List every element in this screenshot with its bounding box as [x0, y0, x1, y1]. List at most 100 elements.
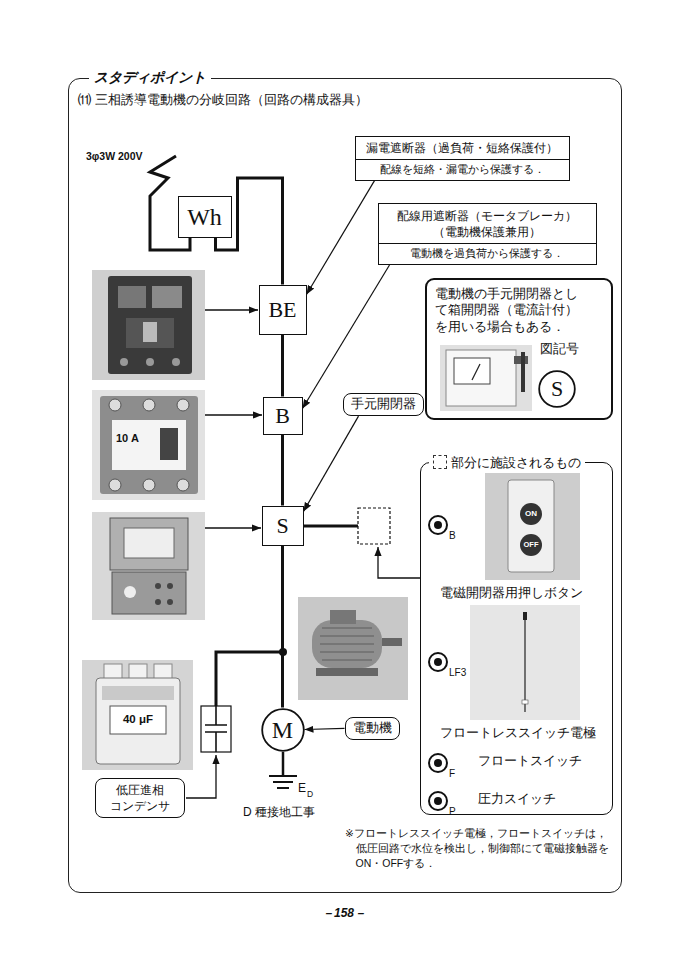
earth-leakage-breaker-photo-part	[120, 358, 128, 366]
branch-wiring-part	[304, 525, 358, 528]
motor-photo-part	[312, 620, 382, 668]
motor-breaker-photo-part	[143, 399, 155, 411]
push-button-photo-part	[520, 503, 542, 525]
leader-arrows-part	[186, 755, 216, 798]
earth-leakage-breaker-photo	[92, 270, 205, 380]
section-title: ⑾ 三相誘導電動機の分岐回路（回路の構成器具）	[78, 92, 368, 108]
symbol-subscript: F	[449, 768, 455, 781]
ground-symbol-part	[269, 776, 297, 788]
footnote: ※フロートレススイッチ電極，フロートスイッチは，低圧回路で水位を検出し，制御部に…	[345, 826, 614, 872]
wire	[281, 546, 284, 708]
symbol-subscript: LF3	[449, 667, 466, 680]
box-switch-photo	[440, 345, 532, 411]
switch-box: S	[262, 506, 304, 546]
float-electrode-photo-part	[470, 605, 580, 720]
leader-arrows-part	[205, 527, 261, 528]
push-button-photo-part	[508, 480, 554, 572]
magnetic-switch-photo-part	[110, 518, 188, 570]
leader-arrows-part	[205, 414, 262, 415]
branch-wiring-part	[358, 508, 390, 544]
magnetic-switch-photo-part	[167, 583, 173, 589]
panel-heading: 部分に施設されるもの	[429, 454, 585, 472]
connectors	[216, 178, 390, 730]
ground-label: D 種接地工事	[243, 805, 315, 820]
motor-photo	[298, 597, 408, 700]
motor-breaker-photo-part	[100, 396, 198, 494]
capacitor-symbol	[201, 706, 231, 752]
float-electrode-photo-part	[524, 612, 525, 712]
capacitor-symbol-part	[205, 706, 227, 752]
motor-photo-part	[320, 628, 374, 660]
motor-breaker-photo-part	[92, 390, 205, 500]
note-box: 電動機の手元開閉器として箱開閉器（電流計付）を用いる場合もある．図記号S	[425, 278, 613, 420]
magnetic-switch-photo-part	[155, 599, 161, 605]
float-electrode-photo-part	[522, 700, 528, 704]
wire	[281, 435, 284, 506]
meter-box: Wh	[178, 196, 232, 238]
device-symbols-part	[429, 516, 447, 534]
device-symbols-part	[429, 792, 447, 810]
symbol-caption: 図記号	[540, 342, 579, 358]
push-button-photo-part	[520, 534, 542, 556]
wire	[281, 335, 284, 397]
motor-breaker-photo-part	[143, 479, 155, 491]
capacitor-photo-part	[82, 660, 193, 770]
box-switch-photo-part	[446, 350, 516, 406]
symbol-subscript: D	[307, 789, 313, 800]
device-symbols-part	[429, 754, 447, 772]
circle-outline	[262, 709, 304, 751]
supply-label: 3φ3W 200V	[86, 150, 143, 163]
capacitor-photo-part	[110, 706, 166, 734]
callout-text: 低圧進相 コンデンサ	[109, 782, 171, 814]
device-name: 配線用遮断器（モータブレーカ） （電動機保護兼用）	[393, 204, 581, 243]
rating-text: 40 μF	[110, 712, 166, 726]
callout-text: 手元開閉器	[351, 397, 416, 413]
device-symbols-part	[434, 521, 442, 529]
device-symbols	[429, 516, 447, 810]
box-switch-photo-part	[440, 345, 532, 411]
device-symbol: S	[551, 375, 563, 403]
device-symbols-part	[434, 759, 442, 767]
earth-leakage-breaker-photo-part	[108, 276, 192, 374]
item-name: フロートレススイッチ電極	[440, 726, 596, 742]
magnetic-switch-photo-part	[124, 528, 174, 558]
motor-photo-part	[330, 610, 356, 624]
magnetic-switch-photo-part	[92, 512, 205, 620]
device-symbols-part	[434, 797, 442, 805]
leader-arrow	[304, 416, 359, 511]
circle-outline	[539, 371, 575, 407]
item-name: 圧力スイッチ	[478, 792, 556, 808]
magnetic-switch-photo-part	[155, 583, 161, 589]
capacitor-symbol-part	[201, 706, 231, 752]
float-electrode-photo	[470, 605, 580, 720]
magnetic-switch-photo	[92, 512, 205, 620]
motor-breaker-photo-part	[112, 420, 186, 470]
capacitor-photo-part	[102, 686, 174, 700]
device-symbol: S	[276, 512, 288, 540]
motor-breaker-photo-part	[177, 399, 189, 411]
ground-symbol-text: E	[298, 781, 306, 796]
page-number: －158－	[304, 906, 384, 921]
device-role: 配線を短絡・漏電から保護する．	[356, 159, 569, 180]
device-symbol: B	[275, 402, 290, 430]
leader-arrow	[303, 265, 390, 409]
earth-leakage-breaker-photo-part	[146, 358, 154, 366]
rating-text: 10 A	[116, 432, 139, 446]
leader-arrows-part	[378, 547, 420, 578]
item-name: 電磁開閉器用押しボタン	[440, 586, 583, 602]
magnetic-switch-photo-part	[112, 572, 186, 614]
motor-breaker-photo-part	[177, 479, 189, 491]
earth-leakage-breaker-photo-part	[126, 318, 174, 348]
device-symbols-part	[434, 658, 442, 666]
motor-breaker-photo	[92, 390, 205, 500]
motor-breaker-photo-part	[109, 479, 121, 491]
callout-box: 低圧進相 コンデンサ	[95, 778, 185, 818]
button-text: ON	[521, 509, 541, 519]
leader-arrow	[305, 728, 345, 729]
breaker-box: BE	[259, 285, 307, 335]
leader-arrow	[307, 181, 375, 295]
motor-symbol: M	[261, 708, 305, 752]
